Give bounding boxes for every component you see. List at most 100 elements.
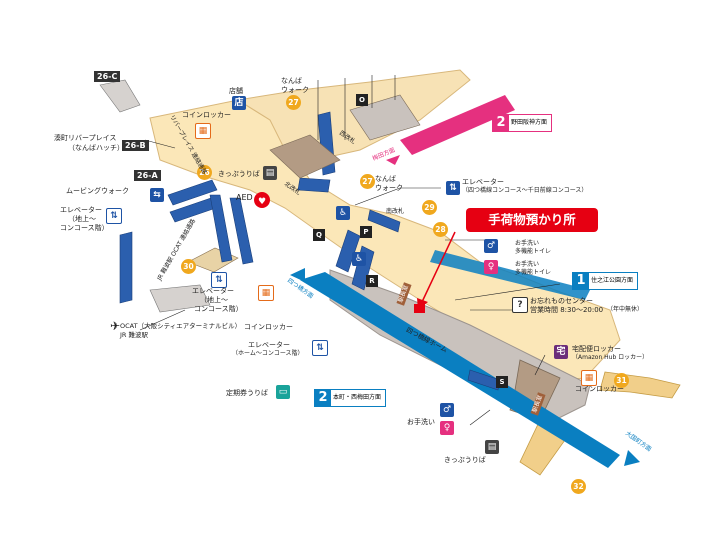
line-direction: 野田阪神方面 xyxy=(511,119,548,126)
elevator-bottom-sub-label: （地上〜 xyxy=(200,296,228,304)
elevator-home-label: エレベーター xyxy=(248,341,290,349)
exit-number-28: 28 xyxy=(433,222,448,237)
baggage-counter-marker xyxy=(414,304,425,313)
line-direction: 本町・西梅田方面 xyxy=(333,394,382,401)
commuter-pass-icon: ▭ xyxy=(276,385,290,399)
restroom-men-sub-label: 多機能トイレ xyxy=(515,248,552,255)
exit-o-tag: O xyxy=(356,94,368,106)
moving-walk-label: ムービングウォーク xyxy=(66,187,129,195)
arrow-daikoku xyxy=(624,450,640,466)
lost-found-label: お忘れものセンター xyxy=(530,297,593,305)
elevator-left-label: エレベーター xyxy=(60,206,102,214)
exit-number-29: 29 xyxy=(422,200,437,215)
elevator-right-label: エレベーター xyxy=(462,178,504,186)
namba-walk-top-label: なんば xyxy=(281,77,302,85)
elevator-left-sub-label: （地上〜 xyxy=(68,215,96,223)
delivery-locker-icon: 宅 xyxy=(554,345,568,359)
exit-number-31: 31 xyxy=(614,373,629,388)
delivery-locker-sub-label: （Amazon Hub ロッカー） xyxy=(572,354,649,361)
ticket-machine-icon-bottom: ▤ xyxy=(485,440,499,454)
elevator-home-sub-label: （ホーム〜コンコース階） xyxy=(232,350,304,357)
moving-walks xyxy=(119,111,501,391)
exit-p-tag: P xyxy=(360,226,372,238)
arrow-umeda xyxy=(386,155,400,165)
store-icon: 店 xyxy=(232,96,246,110)
delivery-locker-label: 宅配便ロッカー xyxy=(572,345,621,353)
elevator-right-sub-label: （四つ橋線コンコース〜千日前線コンコース） xyxy=(462,187,588,194)
restroom-women-sub-label: 多機能トイレ xyxy=(515,269,552,276)
riverplace-label: 湊町リバープレイス xyxy=(54,134,117,142)
exit-26b-tag: 26-B xyxy=(122,140,149,151)
lost-found-note: （年中無休） xyxy=(607,306,644,313)
restroom-icon-r: ♿ xyxy=(352,252,366,266)
ticket-machine-icon: ▤ xyxy=(263,166,277,180)
south-gate-label: 南改札 xyxy=(386,208,405,215)
blue-track-lower xyxy=(300,272,620,468)
exit-q-tag: Q xyxy=(313,229,325,241)
restroom-icon-mid: ♿ xyxy=(336,206,350,220)
aed-label: AED xyxy=(236,193,253,202)
store-label: 店舗 xyxy=(229,87,243,95)
line-direction: 住之江公園方面 xyxy=(591,277,634,284)
upper-stairs-2 xyxy=(349,94,421,141)
coin-locker-icon: ▦ xyxy=(195,123,211,139)
restroom-men-icon: ♂ xyxy=(484,239,498,253)
blue-track-upper xyxy=(430,250,590,300)
lost-found-icon: ? xyxy=(512,297,528,313)
jr-namba-label: JR 難波駅 xyxy=(120,331,148,339)
exit-26a-tag: 26-A xyxy=(134,170,161,181)
ticket-bottom-label: きっぷうりば xyxy=(444,456,486,464)
pink-track xyxy=(400,95,515,155)
coin-locker-top-label: コインロッカー xyxy=(182,111,231,119)
restroom-women-icon-bottom: ♀ xyxy=(440,421,454,435)
namba-walk-top-label-2: ウォーク xyxy=(281,86,309,94)
stairs-ocat xyxy=(149,284,211,313)
coin-locker-icon-right: ▦ xyxy=(581,370,597,386)
exit-number-30: 30 xyxy=(181,259,196,274)
callout-arrow xyxy=(421,231,456,303)
leader-lines xyxy=(139,75,561,426)
elevator-bottom-sub-label-2: コンコース階） xyxy=(194,305,243,313)
commuter-pass-label: 定期券うりば xyxy=(226,389,268,397)
elevator-icon-bottom: ⇅ xyxy=(211,272,227,288)
line-number-2: 2 xyxy=(493,115,509,131)
restroom-men-icon-bottom: ♂ xyxy=(440,403,454,417)
aed-heart-icon: ♥ xyxy=(258,197,266,207)
restroom-women-label: お手洗い xyxy=(515,261,540,268)
stairs-26c xyxy=(99,79,141,113)
line-number-1: 1 xyxy=(573,273,589,289)
restroom-men-label: お手洗い xyxy=(515,240,540,247)
elevator-left-sub-label-2: コンコース階） xyxy=(60,224,109,232)
exit-number-26: 26 xyxy=(197,165,212,180)
elevator-icon-home: ⇅ xyxy=(312,340,328,356)
aed-circle xyxy=(254,192,270,208)
baggage-storage-callout: 手荷物預かり所 xyxy=(466,208,598,232)
upper-stairs xyxy=(269,134,341,179)
elevator-icon-right: ⇅ xyxy=(446,181,460,195)
exit-26c-tag: 26-C xyxy=(94,71,121,82)
moving-walk-icon: ⇆ xyxy=(150,188,164,202)
restroom-bottom-label: お手洗い xyxy=(407,418,435,426)
coin-locker-mid-label: コインロッカー xyxy=(244,323,293,331)
exit-number-27-mid: 27 xyxy=(360,174,375,189)
lost-found-hours: 営業時間 8:30〜20:00 xyxy=(530,306,604,314)
exit-r-tag: R xyxy=(366,275,378,287)
exit-number-32: 32 xyxy=(571,479,586,494)
exit-s-tag: S xyxy=(496,376,508,388)
namba-walk-mid-label-2: ウォーク xyxy=(375,184,403,192)
arrow-yotsu xyxy=(290,268,305,282)
ocat-label: OCAT（大阪シティエアターミナルビル） xyxy=(120,322,242,330)
airplane-icon: ✈ xyxy=(110,319,120,333)
elevator-bottom-label: エレベーター xyxy=(192,287,234,295)
elevator-icon-left: ⇅ xyxy=(106,208,122,224)
riverplace-sub-label: （なんばハッチ） xyxy=(68,144,124,152)
restroom-women-icon: ♀ xyxy=(484,260,498,274)
coin-locker-right-label: コインロッカー xyxy=(575,385,624,393)
namba-walk-mid-label: なんば xyxy=(375,175,396,183)
line-number-2-blue: 2 xyxy=(315,390,331,406)
ticket-top-label: きっぷうりば xyxy=(218,170,260,178)
coin-locker-icon-mid: ▦ xyxy=(258,285,274,301)
